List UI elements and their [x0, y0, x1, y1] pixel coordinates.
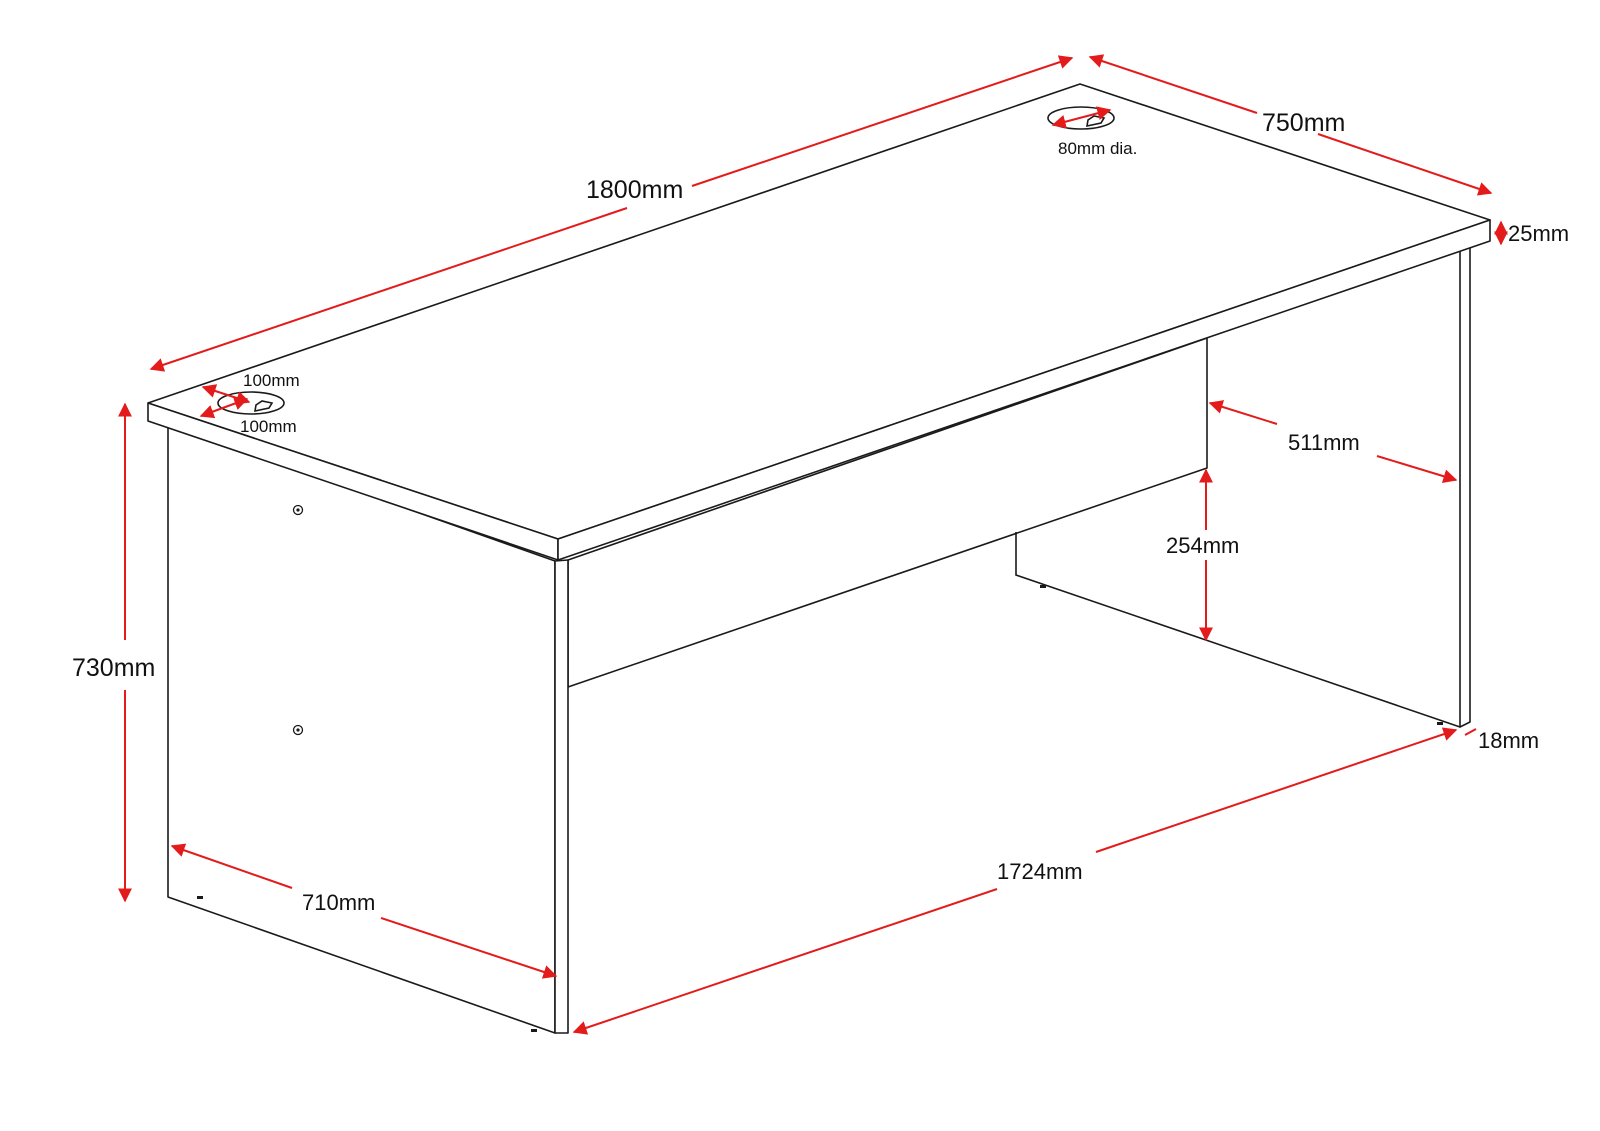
dim-depth-arrow-b — [1317, 133, 1493, 196]
dim-inner-width-arrow-a — [1095, 727, 1458, 853]
dim-length-arrow-b — [691, 55, 1074, 187]
dim-depth-arrow-a — [1088, 54, 1258, 114]
label-modesty-inset: 511mm — [1288, 430, 1360, 455]
label-leg-depth: 710mm — [302, 890, 375, 915]
left-panel-front-edge — [554, 559, 569, 1034]
cam-bolt-lower — [292, 724, 304, 736]
foot — [1437, 722, 1443, 725]
dim-modesty-inset-arrow-a — [1208, 400, 1278, 425]
dim-grommet-offset-y-arrow — [199, 396, 249, 419]
label-inner-width: 1724mm — [997, 859, 1083, 884]
right-panel-inner-edge — [1015, 532, 1461, 728]
label-grommet-offset-y: 100mm — [240, 417, 297, 436]
label-height: 730mm — [72, 654, 155, 682]
dimension-lines — [118, 54, 1508, 1035]
cam-bolt-upper — [292, 504, 304, 516]
foot — [531, 1029, 537, 1032]
foot — [1040, 585, 1046, 588]
dim-inner-width-arrow-b — [572, 888, 998, 1035]
label-grommet-offset-x: 100mm — [243, 371, 300, 390]
label-depth: 750mm — [1262, 109, 1345, 137]
desktop-right-edge — [557, 219, 1491, 561]
right-end-panel — [1459, 241, 1471, 728]
dimension-labels: 1800mm 750mm 25mm 730mm 80mm dia. 100mm … — [72, 109, 1569, 915]
label-length: 1800mm — [586, 176, 683, 204]
dim-leg-depth-arrow-b — [380, 917, 558, 979]
label-grommet-diameter: 80mm dia. — [1058, 139, 1137, 158]
dim-length-arrow-a — [149, 207, 628, 372]
label-modesty-height: 254mm — [1166, 533, 1239, 558]
foot — [197, 896, 203, 899]
dim-leg-depth-arrow-a — [170, 843, 293, 889]
dim-modesty-inset-arrow-b — [1376, 455, 1458, 484]
label-panel-thickness: 18mm — [1478, 728, 1539, 753]
desk-drawing — [147, 83, 1491, 1034]
dim-panel-thickness-tick — [1464, 728, 1477, 736]
dim-grommet-dia-arrow — [1051, 106, 1112, 129]
label-top-thickness: 25mm — [1508, 221, 1569, 246]
